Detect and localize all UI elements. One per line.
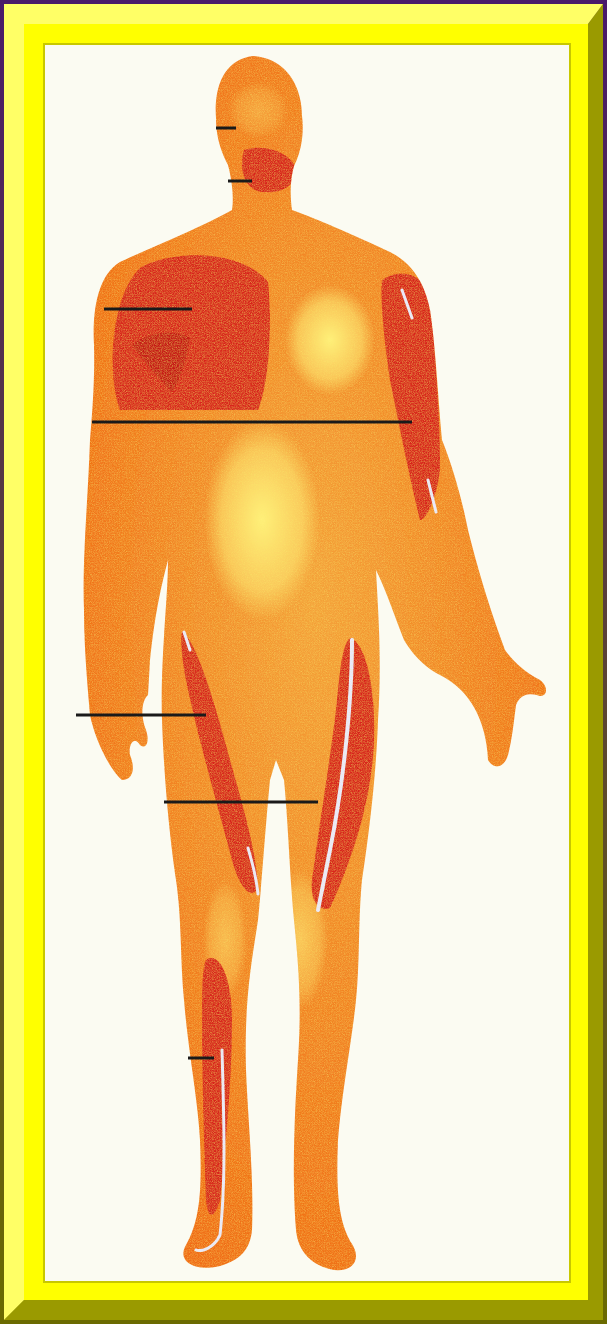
face-highlight (228, 82, 288, 138)
abdomen-highlight (204, 420, 320, 620)
pectoral-muscle (113, 255, 270, 410)
chest-highlight (285, 285, 375, 395)
